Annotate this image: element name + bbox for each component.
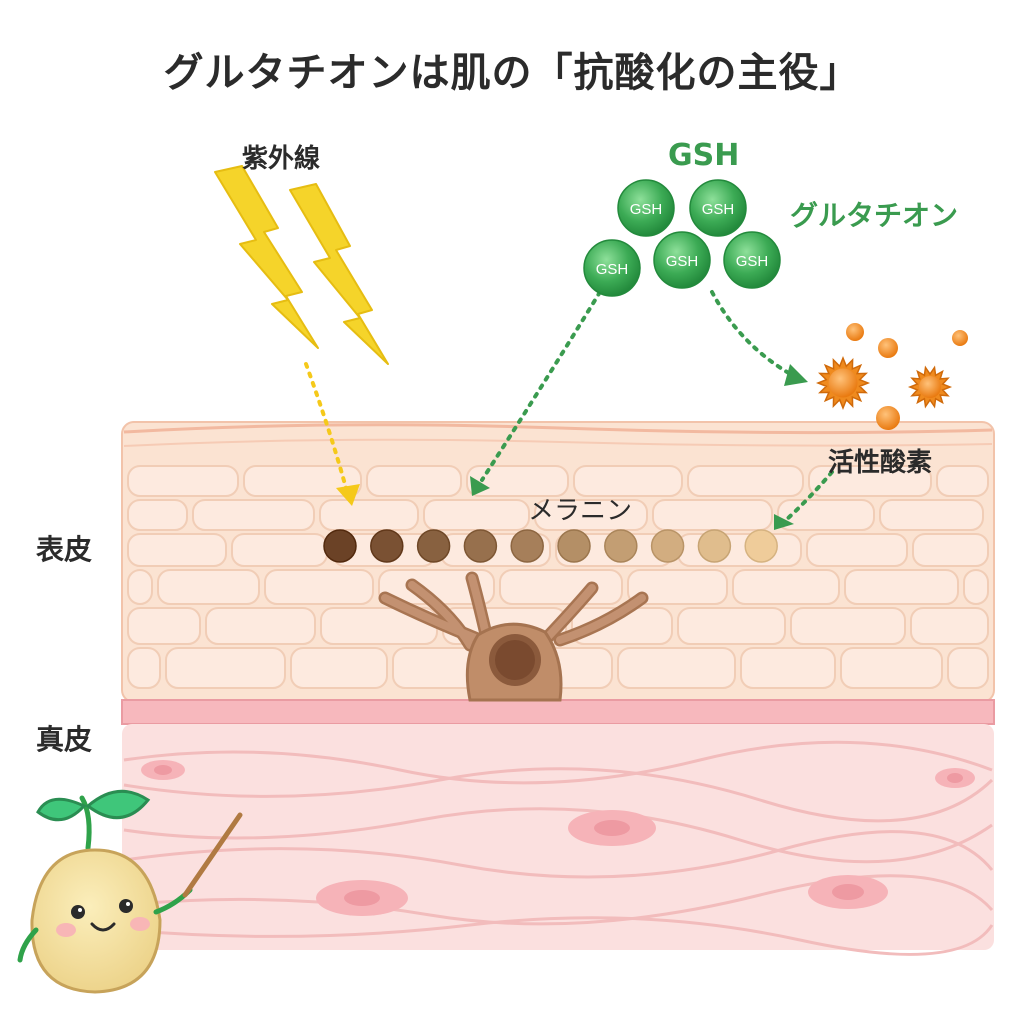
epidermis-cell bbox=[677, 533, 802, 567]
gsh-molecule-label: GSH bbox=[630, 201, 663, 218]
gsh-molecule: GSH bbox=[653, 231, 711, 289]
gsh-to-ros-arrow bbox=[710, 290, 808, 386]
epidermis-label: 表皮 bbox=[36, 533, 93, 566]
epidermis-cell bbox=[677, 607, 786, 645]
fibroblast-cells bbox=[141, 760, 975, 916]
pointer-stick-icon bbox=[182, 812, 243, 898]
melanin-granule bbox=[604, 529, 638, 563]
epidermis-cell bbox=[844, 569, 959, 605]
sprout-mascot-icon bbox=[17, 789, 193, 994]
epidermis-cell bbox=[264, 569, 374, 605]
gsh-molecule-label: GSH bbox=[596, 261, 629, 278]
dermis-label: 真皮 bbox=[36, 723, 93, 756]
epidermis-cell bbox=[790, 607, 906, 645]
ros-particles bbox=[815, 323, 968, 430]
epidermis-cell bbox=[192, 499, 315, 531]
epidermis-cell bbox=[573, 465, 683, 497]
epidermis-cell bbox=[243, 465, 362, 497]
gsh-molecule: GSH bbox=[617, 179, 675, 237]
basement-membrane bbox=[121, 699, 995, 725]
epidermis-cell bbox=[127, 569, 153, 605]
page-title: グルタチオンは肌の「抗酸化の主役」 bbox=[163, 50, 861, 96]
ros-core bbox=[828, 368, 858, 398]
epidermis-cell bbox=[806, 533, 908, 567]
epidermis-cell bbox=[910, 607, 989, 645]
ros-to-melanin-arrow bbox=[774, 470, 834, 530]
epidermis-cell bbox=[366, 465, 462, 497]
epidermis-cell bbox=[205, 607, 316, 645]
ros-spiky-particle bbox=[907, 365, 953, 409]
melanin-granule bbox=[697, 529, 732, 563]
epidermis-cell bbox=[777, 499, 875, 531]
epidermis-cell bbox=[840, 647, 943, 689]
gsh-molecule: GSH bbox=[723, 231, 781, 289]
melanin-granule bbox=[370, 529, 404, 563]
epidermis-cell bbox=[466, 465, 569, 497]
epidermis-cell bbox=[963, 569, 989, 605]
melanocyte-cell bbox=[378, 571, 649, 702]
epidermis-cell bbox=[319, 499, 419, 531]
uv-label: 紫外線 bbox=[242, 144, 321, 174]
melanin-granule bbox=[323, 529, 357, 563]
gsh-molecule: GSH bbox=[583, 239, 641, 297]
gsh-to-melanin-arrow bbox=[470, 290, 602, 496]
epidermis-cell bbox=[534, 499, 648, 531]
melanin-granules bbox=[323, 529, 778, 563]
ros-core bbox=[918, 375, 942, 399]
epidermis-cell bbox=[290, 647, 388, 689]
epidermis-cell bbox=[912, 533, 989, 567]
melanin-granule bbox=[744, 529, 778, 563]
epidermis-cell bbox=[652, 499, 773, 531]
gsh-molecule-label: GSH bbox=[736, 253, 769, 270]
epidermis-cell bbox=[687, 465, 804, 497]
melanin-granule bbox=[510, 529, 544, 563]
epidermis-cell bbox=[423, 499, 530, 531]
epidermis-cell bbox=[127, 647, 161, 689]
epidermis-cell bbox=[231, 533, 328, 567]
epidermis-cell bbox=[499, 569, 623, 605]
melanin-granule bbox=[650, 529, 685, 563]
ros-spiky-particle bbox=[815, 355, 871, 411]
epidermis-cell bbox=[879, 499, 984, 531]
ros-label: 活性酸素 bbox=[828, 448, 933, 478]
lightning-bolt-icon bbox=[289, 183, 389, 365]
gsh-molecule-label: GSH bbox=[666, 253, 699, 270]
dermis-layer bbox=[122, 724, 994, 956]
epidermis-cell bbox=[127, 465, 239, 497]
collagen-fibers bbox=[123, 740, 994, 956]
epidermis-cell bbox=[165, 647, 286, 689]
epidermis-cell bbox=[127, 607, 201, 645]
gsh-molecule: GSH bbox=[689, 179, 747, 237]
epidermis-cell bbox=[617, 647, 736, 689]
epidermis-cell bbox=[936, 465, 989, 497]
uv-arrow bbox=[304, 362, 360, 506]
gsh-title-label: GSH bbox=[668, 138, 740, 173]
epidermis-cell bbox=[732, 569, 840, 605]
melanin-label: メラニン bbox=[528, 496, 633, 526]
epidermis-cell bbox=[627, 569, 728, 605]
glutathione-label: グルタチオン bbox=[790, 199, 959, 232]
epidermis-cell bbox=[127, 499, 188, 531]
epidermis-cell bbox=[740, 647, 836, 689]
melanin-granule bbox=[416, 529, 451, 563]
gsh-molecule-label: GSH bbox=[702, 201, 735, 218]
lightning-bolt-icon bbox=[214, 165, 319, 349]
melanin-granule bbox=[557, 529, 591, 563]
melanin-granule bbox=[463, 529, 498, 563]
epidermis-layer bbox=[121, 421, 995, 703]
epidermis-cell bbox=[157, 569, 260, 605]
epidermis-cell bbox=[808, 465, 932, 497]
epidermis-cell bbox=[127, 533, 227, 567]
epidermis-cell bbox=[947, 647, 989, 689]
